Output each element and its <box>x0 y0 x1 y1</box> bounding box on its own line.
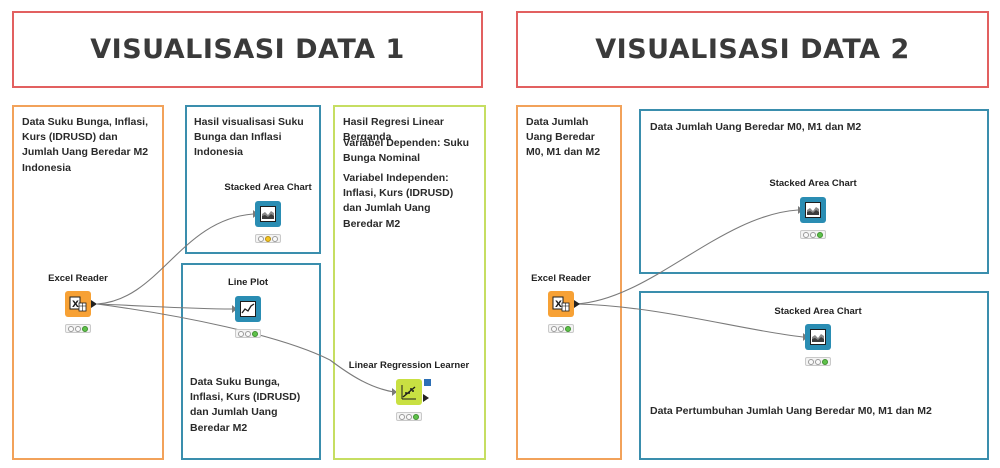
status-line-plot <box>235 329 261 338</box>
annotation-text-hasil-visualisasi: Hasil visualisasi Suku Bunga dan Inflasi… <box>194 116 304 159</box>
annotation-text-regresi-dependen: Variabel Dependen: Suku Bunga Nominal <box>343 137 470 165</box>
annotation-regresi[interactable] <box>333 105 486 460</box>
annotation-m012-top[interactable] <box>639 109 989 274</box>
annotation-text-regresi-title: Hasil Regresi Linear Berganda <box>343 116 444 144</box>
node-label-stacked-area-1: Stacked Area Chart <box>224 182 312 193</box>
annotation-hasil-visualisasi[interactable] <box>185 105 321 254</box>
svg-text:X: X <box>72 300 79 310</box>
status-stacked-area-2 <box>800 230 826 239</box>
stacked-area-chart-icon <box>260 206 276 222</box>
node-label-excel-reader-2: Excel Reader <box>531 273 591 284</box>
line-plot-icon <box>240 301 256 317</box>
title-visualisasi-2: VISUALISASI DATA 2 <box>516 11 989 88</box>
connection-reader2-stacked2 <box>575 209 799 305</box>
status-excel-reader-2 <box>548 324 574 333</box>
excel-reader-icon: X <box>552 296 570 312</box>
annotation-text-m012-top: Data Jumlah Uang Beredar M0, M1 dan M2 <box>650 121 862 133</box>
stacked-area-chart-icon <box>805 202 821 218</box>
stacked-area-chart-icon <box>810 329 826 345</box>
annotation-text-data-source-1: Data Suku Bunga, Inflasi, Kurs (IDRUSD) … <box>22 116 149 174</box>
node-label-excel-reader-1: Excel Reader <box>48 273 108 284</box>
node-stacked-area-3[interactable] <box>805 324 831 350</box>
connection-reader1-lineplot <box>96 303 233 310</box>
status-stacked-area-1 <box>255 234 281 243</box>
status-linear-regression <box>396 412 422 421</box>
linear-regression-icon <box>401 385 416 400</box>
node-line-plot[interactable] <box>235 296 261 322</box>
node-label-linear-regression: Linear Regression Learner <box>348 360 470 371</box>
connection-reader1-stacked1 <box>96 213 254 305</box>
output-port-linear-regression[interactable] <box>423 394 429 402</box>
node-excel-reader-2[interactable]: X <box>548 291 574 317</box>
output-port-model-linear-regression[interactable] <box>424 379 431 386</box>
annotation-data-source-1[interactable] <box>12 105 164 460</box>
annotation-m012-growth[interactable] <box>639 291 989 460</box>
connection-reader2-stacked3 <box>575 303 804 338</box>
status-excel-reader-1 <box>65 324 91 333</box>
connection-reader1-regression <box>96 303 395 393</box>
excel-reader-icon: X <box>69 296 87 312</box>
node-stacked-area-2[interactable] <box>800 197 826 223</box>
svg-text:X: X <box>555 300 562 310</box>
output-port-excel-reader-2[interactable] <box>574 300 580 308</box>
output-port-excel-reader-1[interactable] <box>91 300 97 308</box>
status-stacked-area-3 <box>805 357 831 366</box>
node-label-stacked-area-2: Stacked Area Chart <box>769 178 857 189</box>
node-excel-reader-1[interactable]: X <box>65 291 91 317</box>
node-label-line-plot: Line Plot <box>227 277 269 288</box>
annotation-data-source-2[interactable] <box>516 105 622 460</box>
node-label-stacked-area-3: Stacked Area Chart <box>774 306 862 317</box>
annotation-line-plot[interactable] <box>181 263 321 460</box>
node-linear-regression[interactable] <box>396 379 422 405</box>
annotation-text-line-plot: Data Suku Bunga, Inflasi, Kurs (IDRUSD) … <box>190 376 301 434</box>
node-stacked-area-1[interactable] <box>255 201 281 227</box>
annotation-text-m012-growth: Data Pertumbuhan Jumlah Uang Beredar M0,… <box>650 405 932 417</box>
annotation-text-data-source-2: Data Jumlah Uang Beredar M0, M1 dan M2 <box>526 116 601 159</box>
annotation-text-regresi-independen: Variabel Independen: Inflasi, Kurs (IDRU… <box>343 172 454 230</box>
title-visualisasi-1: VISUALISASI DATA 1 <box>12 11 483 88</box>
